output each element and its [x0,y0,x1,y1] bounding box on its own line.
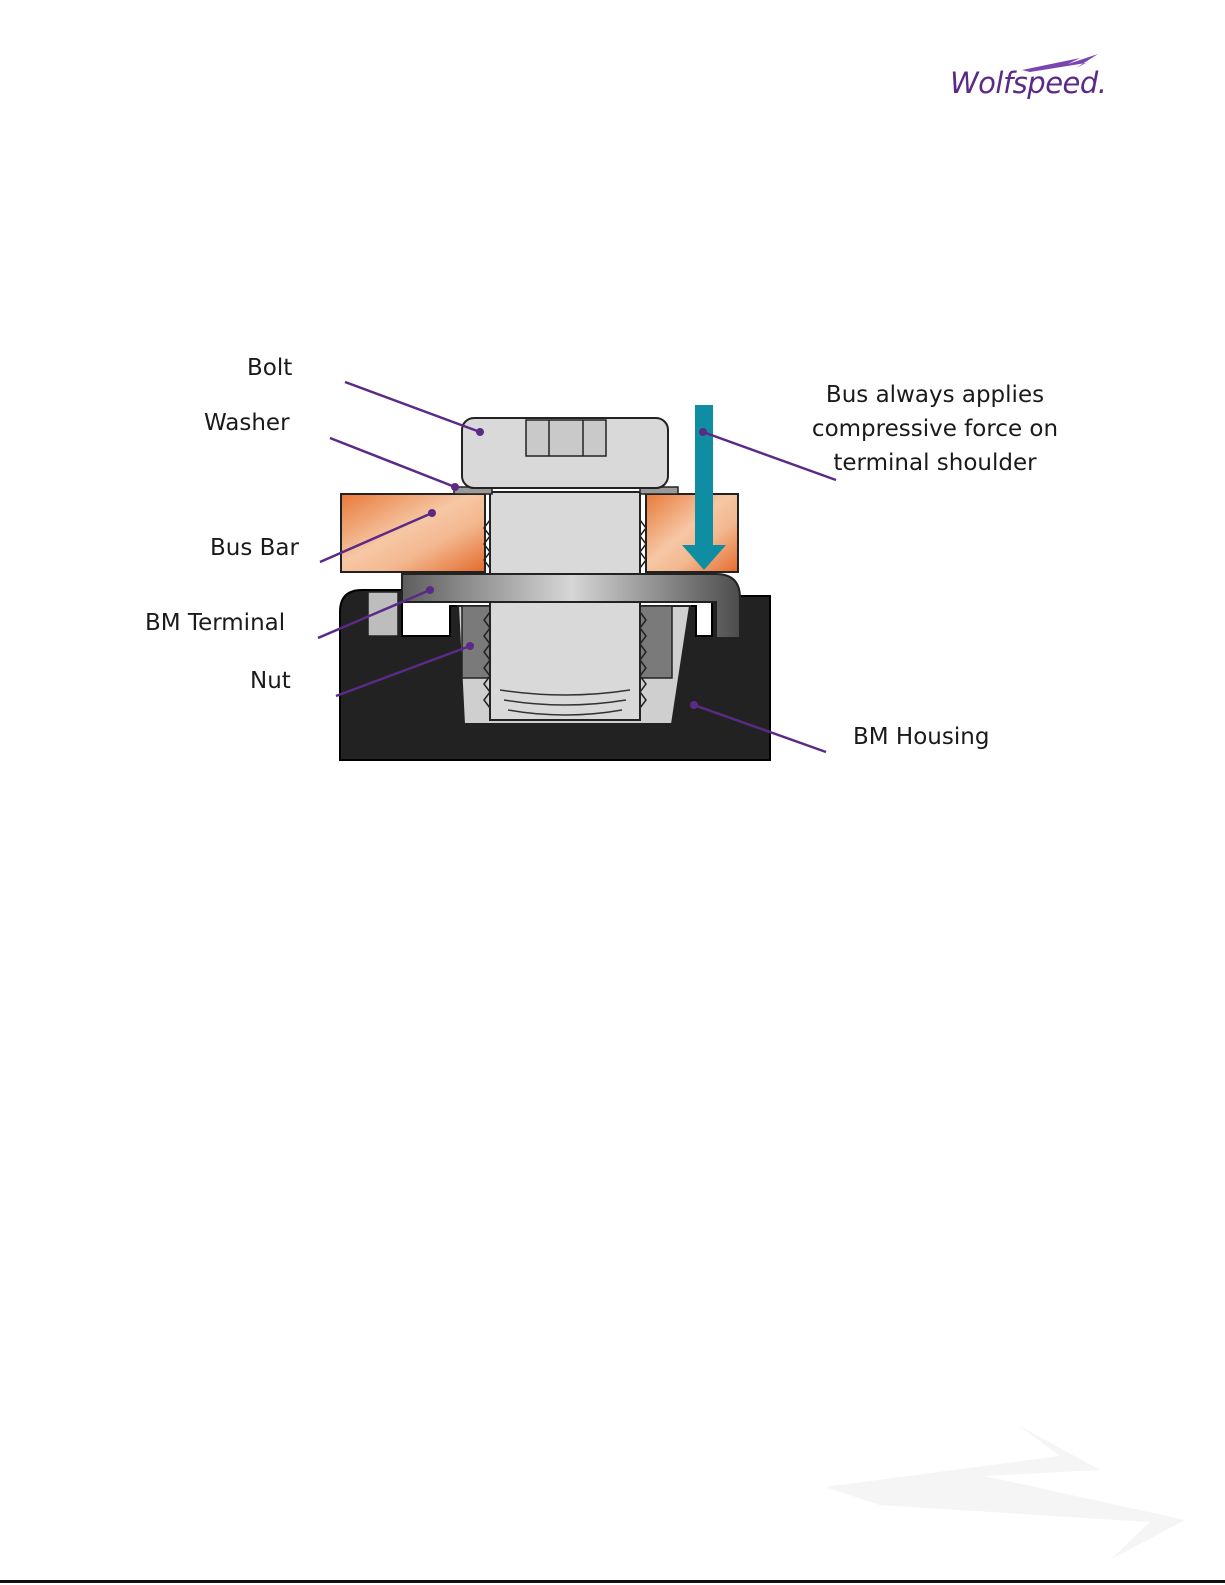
bolt-shank [484,492,646,720]
label-nut: Nut [250,668,291,694]
force-note: Bus always applies compressive force on … [800,378,1070,480]
force-note-line-1: Bus always applies [800,378,1070,412]
force-note-line-2: compressive force on [800,412,1070,446]
bottom-rule [0,1580,1225,1583]
label-washer: Washer [204,410,290,436]
label-bus-bar: Bus Bar [210,535,299,561]
label-bolt: Bolt [247,355,292,381]
bolt-head [462,418,668,488]
label-bm-housing: BM Housing [853,724,989,750]
wolfspeed-watermark-icon [825,1425,1185,1560]
force-note-line-3: terminal shoulder [800,446,1070,480]
label-bm-terminal: BM Terminal [145,610,285,636]
